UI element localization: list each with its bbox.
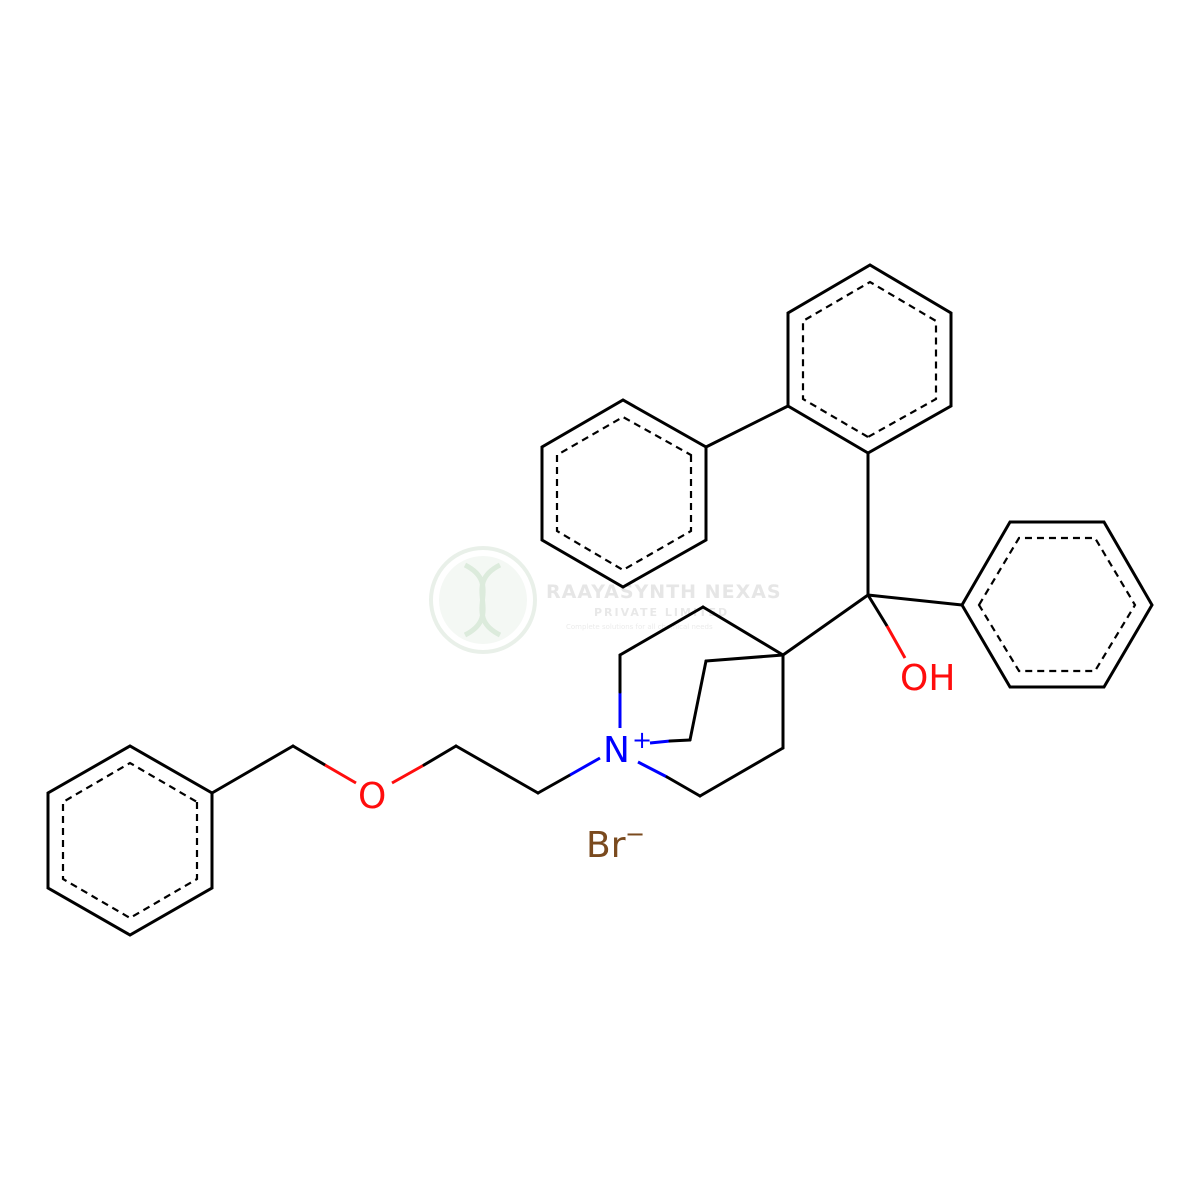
biphenyl-outer-aromatic [555,415,693,572]
watermark: RAAYASYNTH NEXAS PRIVATE LIMITED Complet… [429,546,782,654]
atom-nitrogen: N [603,730,630,771]
phenyl-ring-aromatic [977,536,1137,673]
benzyl-ring-outline [46,744,214,937]
atom-hydroxyl: OH [900,658,955,699]
biphenyl-inner-aromatic [801,280,938,439]
carbinol-center [781,451,964,659]
bond-c2-c3 [618,605,705,657]
quinuclidinium-cage [618,605,785,798]
atom-oxygen-ether: O [358,776,386,817]
benzyl-ring [46,744,214,937]
biphenyl-inner-outline [786,263,953,455]
watermark-tagline: Complete solutions for all chemical need… [566,623,713,631]
bond-c7-c8 [668,738,692,743]
biphenyl-inner-ring [786,263,953,455]
atom-nitrogen-charge: + [632,726,652,754]
watermark-subtitle: PRIVATE LIMITED [594,606,729,619]
ether-chain [210,744,601,795]
biphenyl-outer-ring [540,398,708,589]
bond-c3-bridgehead [701,605,785,657]
bond-n-c4-blue [637,760,668,779]
bond-c4-c5 [665,775,702,798]
biphenyl-outer-outline [540,398,708,589]
benzyl-ring-aromatic [61,761,199,920]
bond-o-ch2-red [391,763,425,785]
bond-ring-ch2 [210,744,295,795]
atom-bromide-charge: − [625,820,645,848]
watermark-logo-ring [429,546,537,654]
atom-bromide: Br [586,825,626,866]
bond-o-ch2 [422,744,458,767]
phenyl-ring-outline [960,520,1154,689]
bond-biaryl [704,404,790,449]
phenyl-ring [960,520,1154,689]
bond-carbinol-phenyl [866,593,964,607]
bond-n-c7-blue [649,739,671,745]
bond-c9-bridgehead [704,653,785,663]
dna-icon [463,562,502,638]
bond-ch2-n [536,773,572,795]
bond-c5-c6 [698,746,785,798]
bond-carbinol-o-red [885,625,907,659]
watermark-name: RAAYASYNTH NEXAS [546,581,782,603]
bond-ch2-o [291,744,327,767]
bond-ch2-o-red [324,763,357,785]
bond-c8-c9 [688,659,708,742]
bond-carbinol-o [866,593,889,628]
bond-bridgehead-carbinol [781,593,870,657]
bond-ch2-n-blue [569,756,601,777]
bond-ch2-ch2 [454,744,540,795]
